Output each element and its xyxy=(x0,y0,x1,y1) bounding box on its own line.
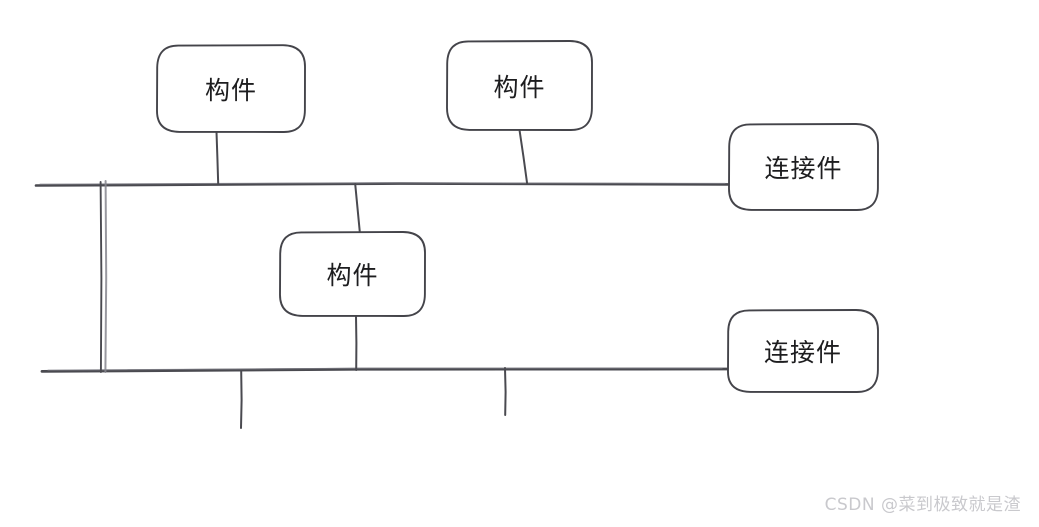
bus-line-top xyxy=(34,182,731,187)
bus-stub-left xyxy=(240,370,243,429)
bus-left-riser xyxy=(99,180,108,373)
node-box-component-1[interactable] xyxy=(156,44,306,133)
watermark-text: CSDN @菜到极致就是渣 xyxy=(824,495,1021,515)
node-box-connector-2[interactable] xyxy=(727,309,879,393)
bus-stub-right xyxy=(504,367,507,416)
node-box-connector-1[interactable] xyxy=(728,123,879,211)
connector-component-1-to-bus-top xyxy=(215,131,220,185)
bus-line-bottom xyxy=(40,367,730,373)
node-box-component-2[interactable] xyxy=(446,40,593,131)
connector-component-2-to-bus-top xyxy=(518,129,529,185)
node-box-component-3[interactable] xyxy=(279,231,426,317)
connector-component-3-to-bus-top xyxy=(354,183,361,233)
